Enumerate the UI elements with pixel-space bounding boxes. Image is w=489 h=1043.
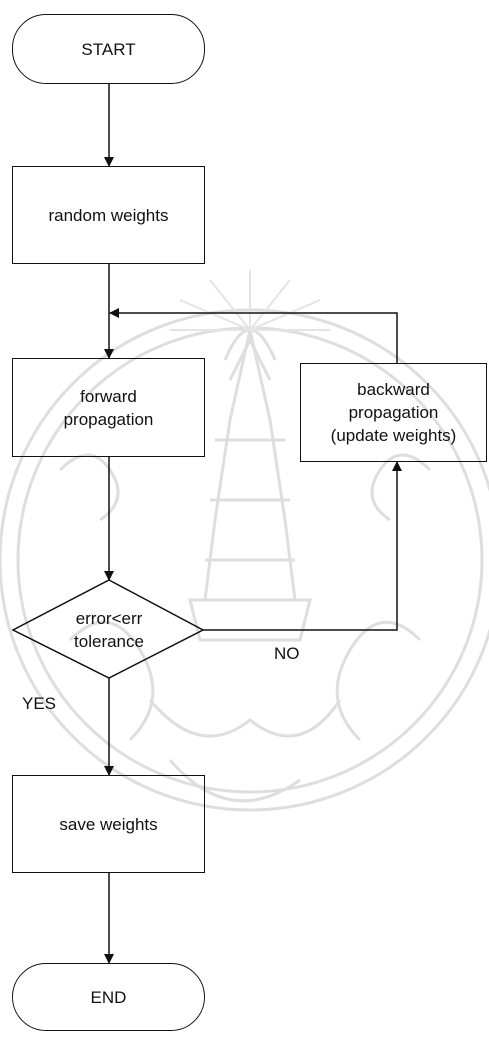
end-terminal: END (12, 963, 205, 1031)
save-weights-label: save weights (59, 814, 158, 834)
random-weights-process: random weights (12, 166, 205, 264)
decision-label: error<err tolerance (74, 609, 144, 651)
save-weights-process: save weights (12, 775, 205, 873)
backward-propagation-label: backward propagation (update weights) (330, 380, 457, 445)
random-weights-label: random weights (48, 205, 169, 225)
no-edge-label: NO (274, 644, 300, 663)
edge-backward-loop (109, 308, 398, 363)
decision-node: error<err tolerance (40, 598, 178, 662)
forward-propagation-label: forward propagation (63, 386, 154, 429)
yes-edge-label: YES (22, 694, 57, 713)
end-label: END (90, 987, 127, 1007)
start-terminal: START (12, 14, 205, 84)
forward-propagation-process: forward propagation (12, 358, 205, 457)
start-label: START (81, 39, 136, 59)
backward-propagation-process: backward propagation (update weights) (300, 363, 487, 462)
edge-decision-no-to-backward (203, 461, 402, 631)
decision-diamond (11, 579, 205, 679)
